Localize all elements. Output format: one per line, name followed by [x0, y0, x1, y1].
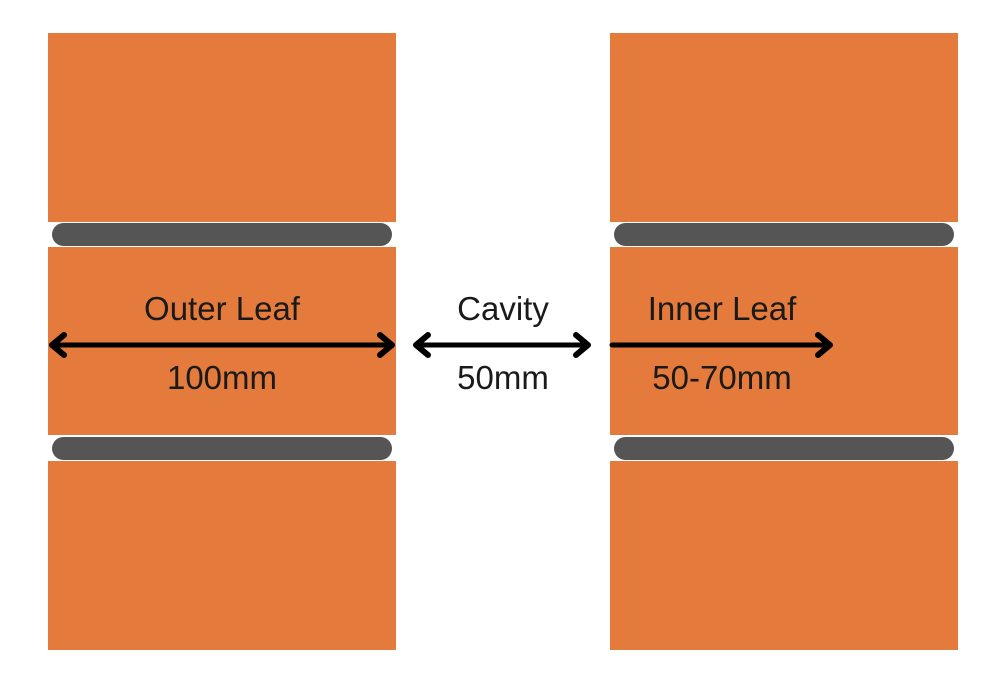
inner-leaf-dimension: 50-70mm — [652, 359, 791, 396]
outer-mortar-joint-top — [52, 223, 392, 246]
outer-leaf-dimension: 100mm — [167, 359, 277, 396]
outer-brick-bottom — [48, 461, 396, 650]
inner-brick-bottom — [610, 461, 958, 650]
inner-mortar-joint-bottom — [614, 437, 954, 460]
inner-brick-middle — [610, 247, 958, 435]
inner-leaf-wall — [610, 33, 958, 650]
inner-leaf-dimension-arrow — [609, 332, 833, 358]
outer-leaf-label: Outer Leaf — [144, 290, 301, 327]
cavity-arrow-head-left — [413, 332, 431, 358]
cavity-label: Cavity — [457, 290, 549, 327]
outer-leaf-dimension-arrow — [49, 332, 395, 358]
cavity-dimension-arrow — [413, 332, 591, 358]
inner-brick-top — [610, 33, 958, 222]
outer-brick-top — [48, 33, 396, 222]
outer-leaf-arrow-head-right — [377, 332, 395, 358]
outer-leaf-wall — [48, 33, 396, 650]
outer-mortar-joint-bottom — [52, 437, 392, 460]
inner-leaf-arrow-head-right — [815, 332, 833, 358]
outer-leaf-arrow-head-left — [49, 332, 67, 358]
inner-mortar-joint-top — [614, 223, 954, 246]
cavity-arrow-head-right — [573, 332, 591, 358]
inner-leaf-label: Inner Leaf — [648, 290, 797, 327]
cavity-dimension: 50mm — [457, 359, 549, 396]
outer-brick-middle — [48, 247, 396, 435]
